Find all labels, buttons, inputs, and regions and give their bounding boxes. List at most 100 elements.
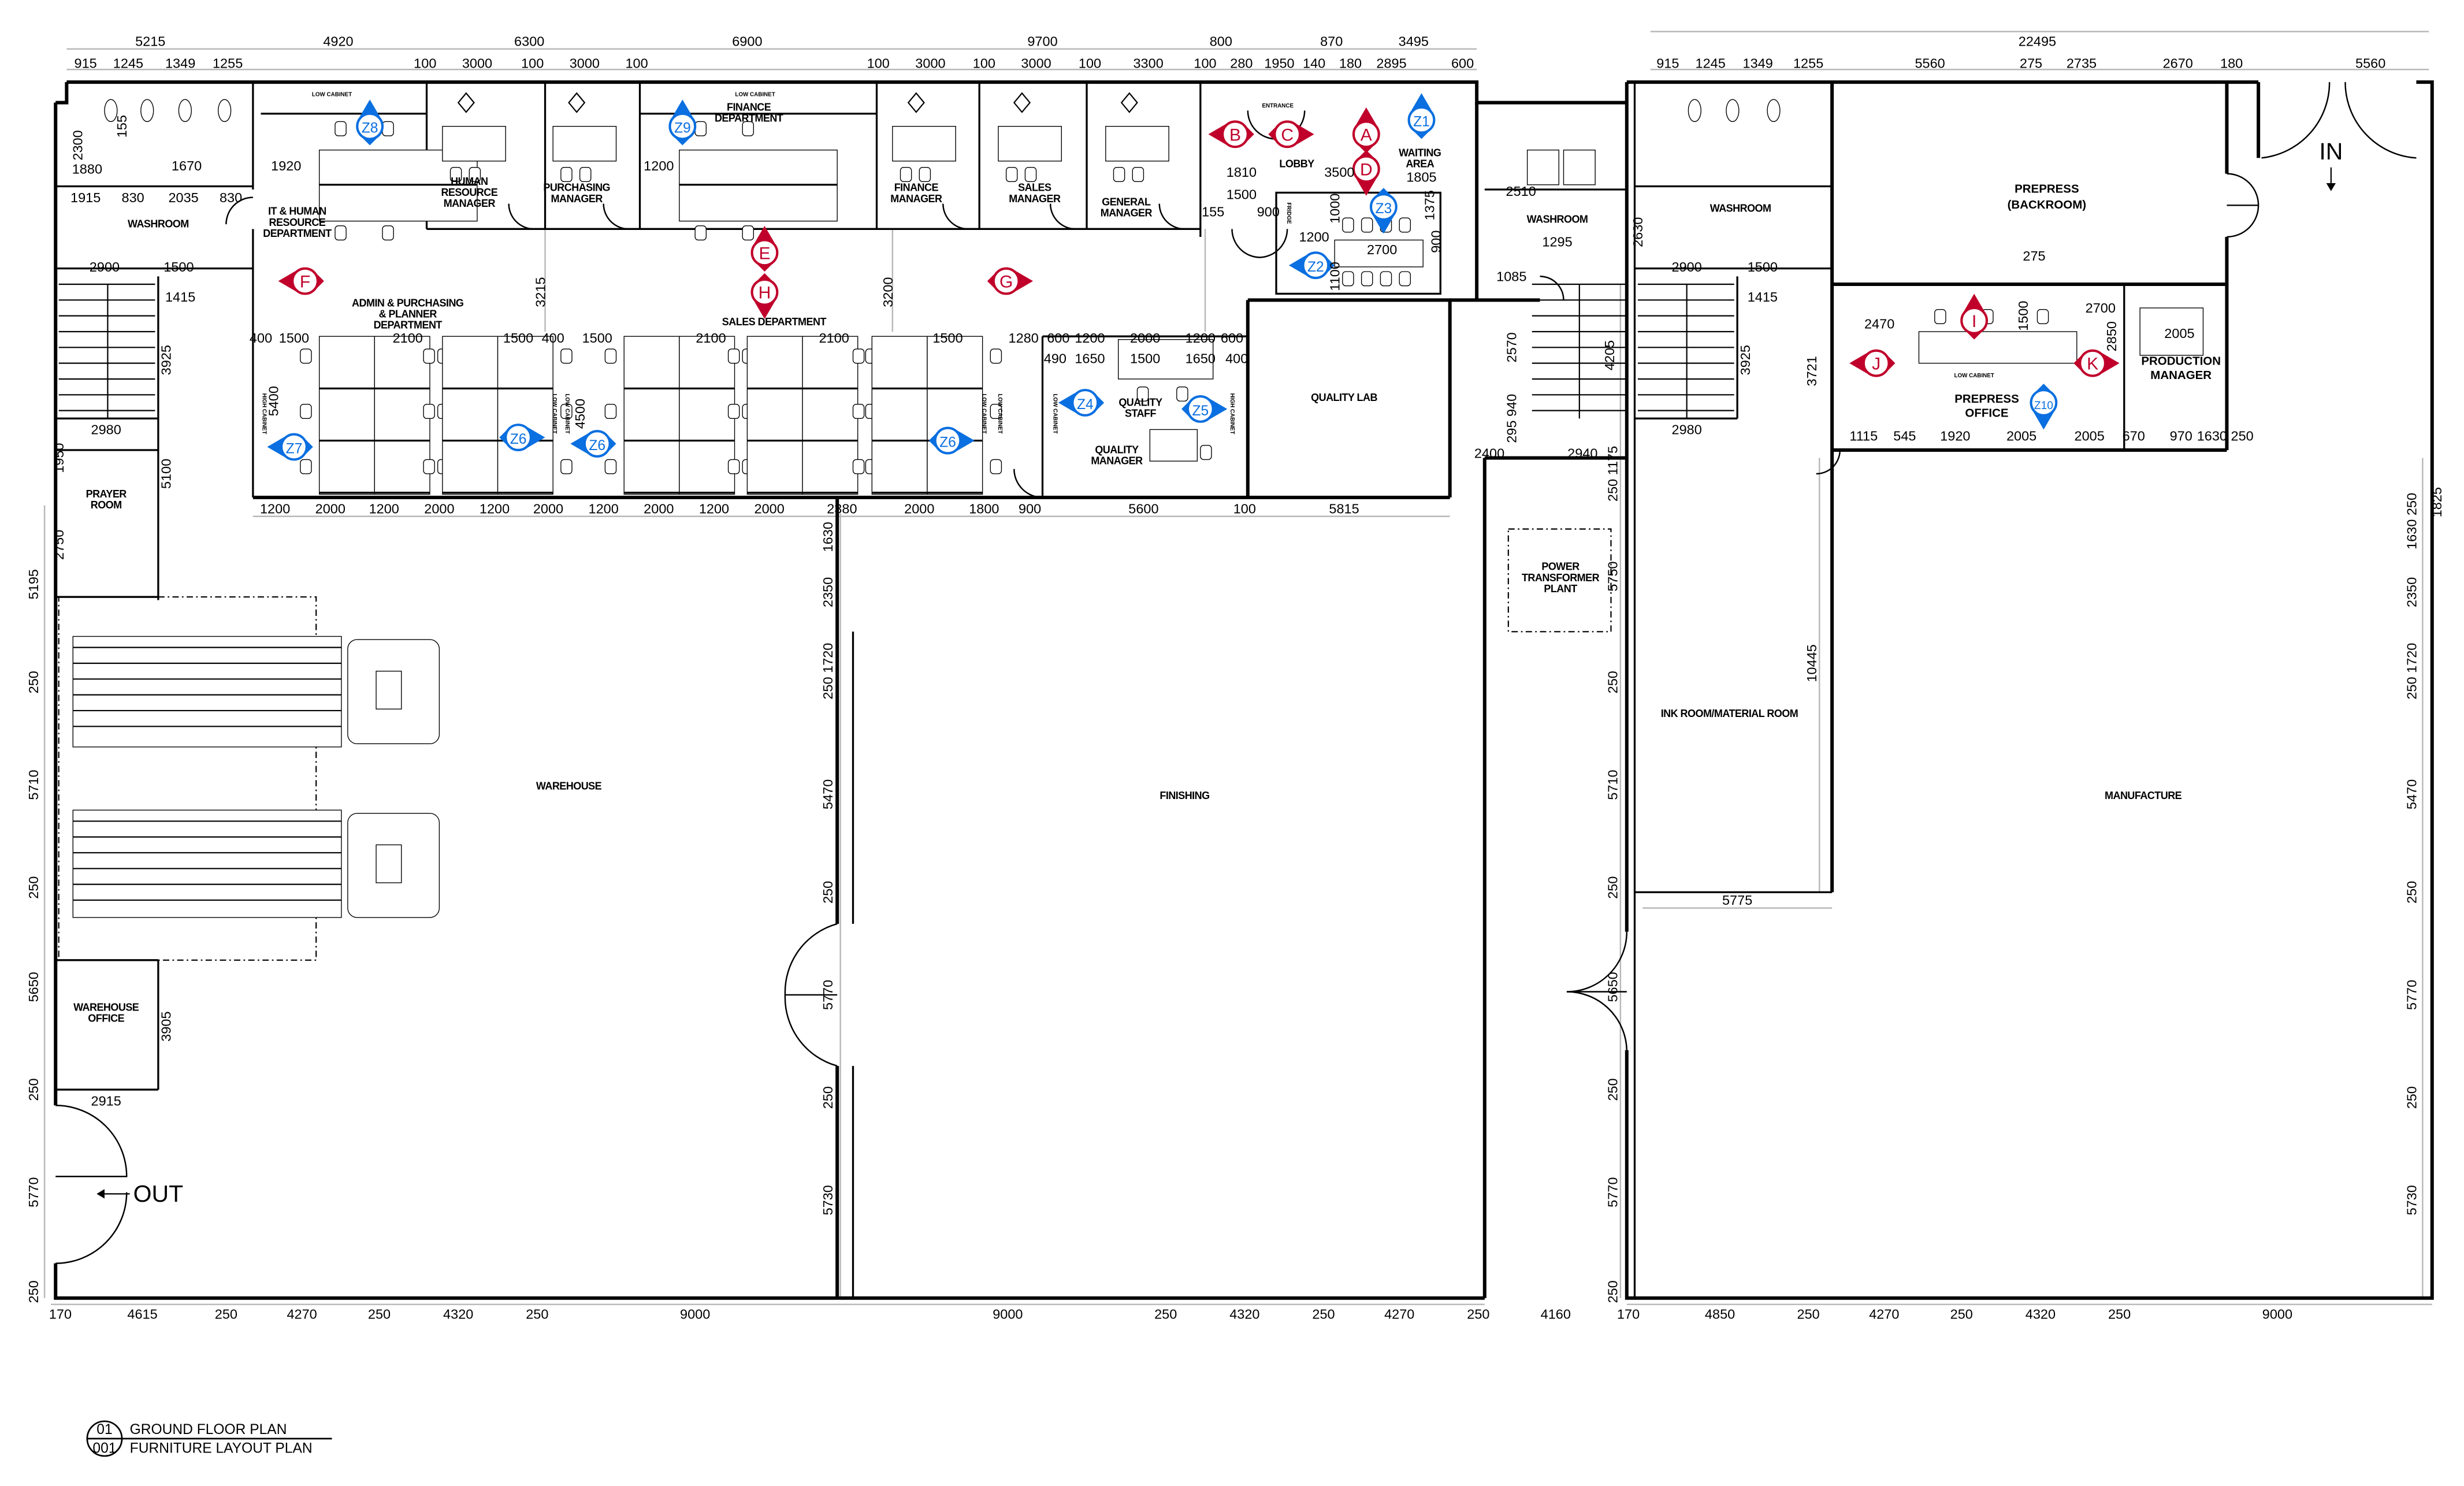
finance-manager-label-2: MANAGER — [890, 193, 942, 205]
dimension-label: 2895 — [1376, 56, 1406, 71]
dimension-label: 295 940 — [1504, 394, 1519, 443]
hr-manager-label-2: RESOURCE — [441, 187, 497, 198]
view-marker-z8: Z8 — [356, 99, 384, 146]
dimension-label: 2510 — [1506, 184, 1536, 199]
direction-arrow-icon — [1181, 397, 1228, 421]
chair-icon — [1132, 167, 1144, 183]
toilet-icon — [1688, 99, 1701, 122]
marker-label: Z3 — [1376, 201, 1392, 217]
desk — [746, 336, 803, 495]
dimension-label: 400 — [250, 330, 272, 346]
view-marker-b: B — [1208, 120, 1254, 148]
walls — [54, 80, 2434, 1300]
truck-icon — [72, 809, 440, 918]
dimension-label: 5650 — [26, 972, 41, 1002]
dimension-label: 1200 — [480, 501, 510, 516]
desk — [892, 125, 956, 162]
dimension-label: 1500 — [1227, 187, 1257, 202]
dimension-label: 2735 — [2067, 56, 2097, 71]
dimension-label: 4270 — [1384, 1306, 1414, 1321]
warehouse-label: WAREHOUSE — [536, 781, 602, 792]
dimension-label: 4205 — [1602, 340, 1617, 370]
prayer-room-label-2: ROOM — [91, 499, 122, 511]
production-manager-label-2: MANAGER — [2150, 369, 2212, 382]
dimension-label: 3215 — [533, 277, 548, 307]
washroom-left-label: WASHROOM — [128, 218, 189, 230]
quality-staff-label-2: STAFF — [1125, 408, 1157, 419]
view-marker-z6: Z6 — [928, 426, 975, 455]
dimension-label: 250 — [1605, 1280, 1620, 1303]
dimension-label: 250 — [1467, 1306, 1489, 1321]
dimension-label: 2980 — [91, 422, 121, 437]
dimension-label: 3200 — [880, 277, 895, 307]
desk — [442, 125, 506, 162]
dimension-label: 900 — [1428, 231, 1443, 253]
marker-label: Z6 — [939, 435, 956, 451]
dimension-label: 250 — [1312, 1306, 1335, 1321]
dimension-label: 3000 — [1021, 56, 1051, 71]
dimension-label: 155 — [114, 115, 129, 138]
chair-icon — [1113, 167, 1125, 183]
dimension-label: 2915 — [91, 1093, 121, 1108]
dimension-label: 5770 — [2404, 980, 2419, 1010]
view-marker-a: A — [1352, 107, 1380, 154]
dimension-label: 870 — [1320, 34, 1343, 49]
dimension-label: 5815 — [1329, 501, 1359, 516]
dimension-label: 2000 — [533, 501, 563, 516]
view-marker-z6: Z6 — [499, 423, 545, 452]
dimension-label: 4320 — [443, 1306, 473, 1321]
view-marker-f: F — [278, 267, 324, 295]
hr-manager-label-3: MANAGER — [444, 198, 496, 209]
dimension-label: 5560 — [2355, 56, 2385, 71]
quality-manager-label-2: MANAGER — [1091, 455, 1143, 467]
chair-icon — [727, 404, 740, 419]
marker-label: Z7 — [286, 441, 303, 456]
chair-icon — [300, 348, 312, 364]
dimension-label: 275 — [2020, 56, 2042, 71]
dimension-label: 250 — [820, 1086, 835, 1109]
dimension-label: 250 — [820, 881, 835, 904]
dimension-label: 1800 — [969, 501, 999, 516]
dimension-label: 250 — [368, 1306, 391, 1321]
direction-arrow-icon — [753, 225, 776, 272]
dimension-label: 2670 — [2163, 56, 2193, 71]
dimension-label: 170 — [49, 1306, 72, 1321]
dimension-label: 2000 — [315, 501, 345, 516]
dimension-label: 2980 — [1672, 422, 1702, 437]
dimension-label: 9700 — [1027, 34, 1057, 49]
dimension-label: 250 — [526, 1306, 548, 1321]
chair-icon — [852, 459, 865, 474]
finance-department-label-1: FINANCE — [727, 101, 771, 113]
dimension-label: 2350 — [2404, 577, 2419, 607]
chair-icon — [742, 225, 755, 241]
chair-icon — [1136, 386, 1149, 402]
marker-label: G — [999, 272, 1013, 291]
chair-icon — [1176, 386, 1188, 402]
direction-arrow-icon — [359, 99, 381, 146]
dimension-lines — [43, 31, 2432, 1305]
dimension-label: 1810 — [1227, 165, 1257, 180]
marker-label: D — [1360, 160, 1373, 179]
view-marker-z4: Z4 — [1058, 389, 1105, 417]
chair-icon — [990, 348, 1002, 364]
chair-icon — [335, 121, 347, 136]
dimension-label: 545 — [1893, 429, 1916, 444]
in-label: IN — [2319, 138, 2343, 165]
chair-icon — [900, 167, 912, 183]
desk — [1118, 339, 1214, 380]
direction-arrow-icon — [1355, 107, 1377, 154]
dimension-label: 3500 — [1324, 165, 1354, 180]
marker-label: Z6 — [510, 432, 527, 447]
finishing-label: FINISHING — [1159, 790, 1209, 801]
low-cabinet-label: LOW CABINET — [1052, 393, 1058, 433]
marker-label: B — [1229, 125, 1241, 144]
dimension-label: 1630 250 — [2404, 493, 2419, 549]
dimension-label: 100 — [867, 56, 890, 71]
general-manager-label-1: GENERAL — [1102, 196, 1151, 207]
dimension-label: 600 — [1047, 330, 1069, 346]
dimension-label: 900 — [1019, 501, 1041, 516]
finance-manager-label-1: FINANCE — [894, 182, 939, 194]
warehouse-office-label-2: OFFICE — [88, 1012, 124, 1024]
